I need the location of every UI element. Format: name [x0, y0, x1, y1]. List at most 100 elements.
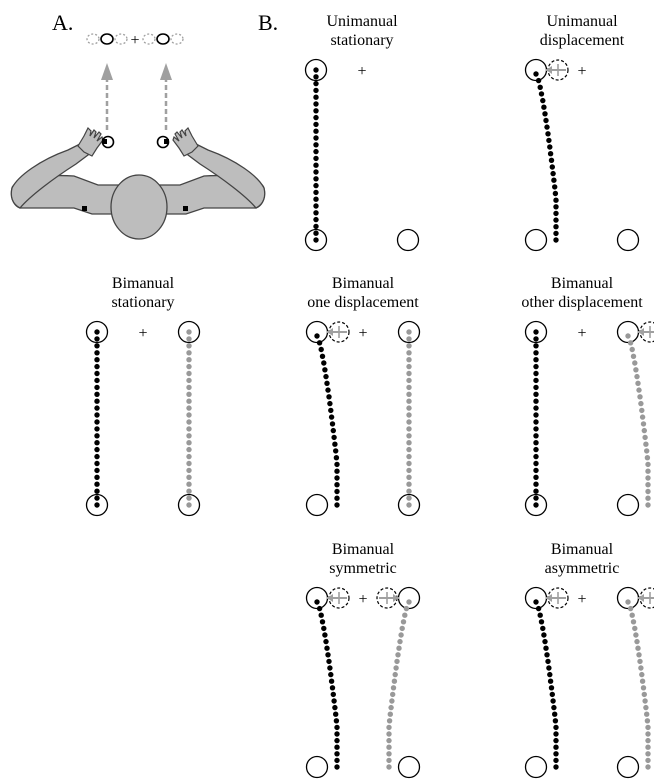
condition-title-line1: Bimanual — [551, 541, 614, 558]
left-hand-trajectory-dot — [94, 474, 100, 480]
left-hand-trajectory-dot — [533, 357, 539, 363]
right-hand-trajectory-dot — [186, 433, 192, 439]
head — [110, 174, 168, 240]
right-hand-trajectory-dot — [186, 467, 192, 474]
right-hand-trajectory-dot — [406, 481, 412, 487]
right-hand-trajectory-dot — [630, 353, 637, 359]
left-hand-trajectory-dot — [543, 645, 549, 651]
left-hand-trajectory-dot — [324, 380, 330, 386]
right-hand-trajectory-dot — [637, 394, 643, 400]
left-hand-trajectory-dot — [333, 718, 340, 724]
right-hand-trajectory-dot — [186, 426, 192, 432]
left-hand-trajectory-dot — [313, 162, 319, 168]
right-start-circle — [616, 493, 640, 517]
right-hand-trajectory-dot — [186, 488, 192, 494]
right-hand-trajectory-dot — [406, 599, 412, 605]
left-hand-trajectory-dot — [533, 71, 539, 77]
left-hand-trajectory-dot — [313, 230, 319, 236]
left-hand-trajectory-dot — [313, 155, 319, 162]
right-hand-trajectory-dot — [406, 440, 412, 446]
left-hand-trajectory-dot — [314, 333, 320, 339]
left-hand-trajectory-dot — [313, 101, 319, 107]
left-target-circle — [524, 58, 548, 82]
right-hand-trajectory-dot — [634, 638, 640, 645]
right-hand-trajectory-dot — [386, 764, 392, 770]
right-hand-trajectory-dot — [645, 731, 651, 737]
right-hand-trajectory-dot — [386, 718, 393, 724]
left-hand-trajectory-dot — [313, 237, 319, 243]
left-hand-trajectory-dot — [553, 724, 559, 731]
left-hand-trajectory-dot — [313, 189, 319, 196]
left-hand-trajectory-dot — [550, 698, 556, 704]
left-hand-trajectory-dot — [94, 363, 100, 370]
right-hand-trajectory-dot — [643, 441, 649, 447]
left-hand-trajectory-dot — [334, 482, 340, 488]
left-hand-trajectory-dot — [553, 197, 559, 203]
right-hand-trajectory-dot — [406, 370, 412, 377]
left-hand-trajectory-dot — [94, 350, 100, 356]
left-hand-trajectory-dot — [314, 599, 320, 605]
right-hand-trajectory-dot — [406, 350, 412, 356]
left-hand-trajectory-dot — [313, 210, 319, 216]
left-hand-trajectory-dot — [533, 446, 539, 453]
left-hand-trajectory-dot — [334, 731, 340, 737]
right-hand-trajectory-dot — [632, 625, 638, 632]
right-hand-trajectory-dot — [406, 467, 412, 474]
right-hand-trajectory-dot — [645, 737, 651, 744]
right-hand-trajectory-dot — [386, 751, 392, 757]
left-hand-trajectory-dot — [94, 440, 100, 446]
right-start-circle — [397, 493, 421, 517]
arrowhead-icon — [101, 63, 113, 80]
arrowhead-icon — [160, 63, 172, 80]
right-hand-trajectory-dot — [406, 433, 412, 439]
right-hand-trajectory-dot — [186, 350, 192, 356]
right-hand-trajectory-dot — [640, 685, 647, 691]
left-hand-trajectory-dot — [533, 488, 539, 494]
left-hand-trajectory-dot — [325, 387, 331, 393]
left-hand-trajectory-dot — [94, 460, 100, 467]
left-hand-trajectory-dot — [547, 151, 554, 157]
left-hand-trajectory-dot — [94, 446, 100, 453]
left-hand-trajectory-dot — [553, 757, 559, 764]
right-hand-trajectory-dot — [645, 764, 651, 770]
left-hand-trajectory-dot — [328, 678, 335, 684]
right-hand-trajectory-dot — [186, 363, 192, 370]
left-hand-trajectory-dot — [544, 652, 550, 658]
left-hand-trajectory-dot — [553, 217, 559, 223]
right-hand-trajectory-dot — [406, 405, 412, 411]
left-hand-trajectory-dot — [94, 481, 100, 487]
left-hand-trajectory-dot — [324, 645, 330, 651]
left-hand-trajectory-dot — [94, 495, 100, 501]
right-hand-trajectory-dot — [636, 652, 642, 658]
panel-a-label: A. — [52, 10, 73, 35]
right-hand-trajectory-dot — [387, 711, 393, 717]
right-hand-trajectory-dot — [406, 391, 412, 397]
dashed-target-circle — [86, 33, 100, 45]
condition-title-line2: other displacement — [521, 294, 643, 311]
left-hand-trajectory-dot — [533, 453, 539, 460]
left-hand-trajectory-dot — [334, 751, 340, 757]
right-jump-arrowhead-icon — [638, 328, 644, 336]
left-start-circle — [304, 228, 328, 252]
right-target-circle — [397, 320, 421, 344]
right-hand-trajectory-dot — [634, 373, 640, 380]
right-hand-trajectory-dot — [645, 475, 651, 481]
left-hand-trajectory-dot — [313, 169, 319, 175]
right-hand-trajectory-dot — [406, 357, 412, 363]
left-hand-trajectory-dot — [94, 433, 100, 439]
left-hand-trajectory-dot — [94, 453, 100, 460]
left-hand-trajectory-dot — [552, 184, 558, 190]
left-hand-trajectory-dot — [533, 481, 539, 487]
condition-title-line2: symmetric — [329, 560, 397, 577]
right-hand-trajectory-dot — [639, 414, 646, 420]
right-hand-trajectory-dot — [638, 665, 644, 671]
left-hand-trajectory-dot — [319, 619, 326, 625]
condition-title-line1: Bimanual — [112, 275, 175, 292]
right-hand-trajectory-dot — [645, 488, 651, 495]
right-hand-trajectory-dot — [629, 612, 635, 618]
left-target-circle — [524, 586, 548, 610]
right-hand-trajectory-dot — [186, 370, 192, 377]
left-hand-trajectory-dot — [543, 117, 549, 124]
right-hand-trajectory-dot — [186, 481, 192, 487]
